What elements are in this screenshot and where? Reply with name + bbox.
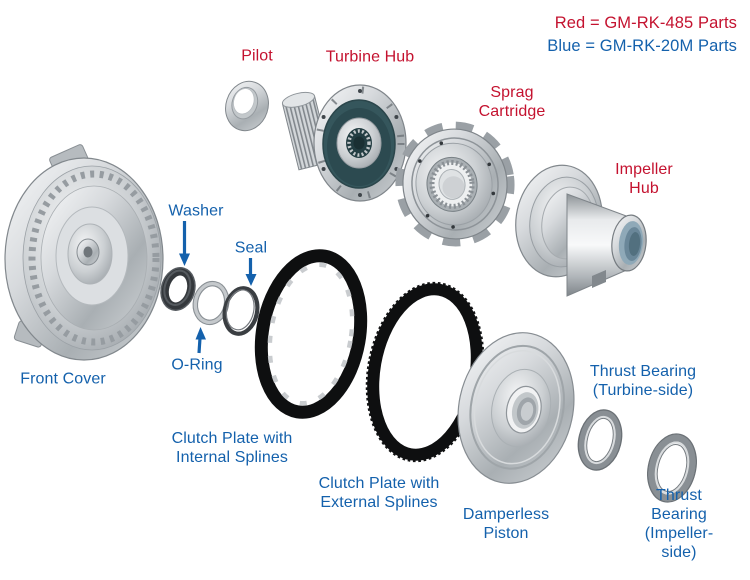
washer-label: Washer [168, 202, 224, 220]
seal-label: Seal [234, 239, 268, 257]
clutch-plate-internal-label: Clutch Plate with Internal Splines [171, 430, 293, 466]
thrust-bearing-turbine-part [577, 409, 623, 471]
pilot-label: Pilot [241, 47, 273, 65]
washer-part [160, 267, 196, 311]
sprag-cartridge-part [395, 121, 515, 247]
thrust-bearing-turbine-label: Thrust Bearing (Turbine-side) [589, 363, 697, 399]
o-ring-label: O-Ring [171, 356, 223, 374]
turbine-hub-label: Turbine Hub [325, 48, 415, 66]
damperless-piston-label: Damperless Piston [462, 506, 550, 542]
pilot-part [225, 80, 269, 132]
impeller-hub-part [515, 164, 647, 297]
legend-red-line: Red = GM-RK-485 Parts [554, 14, 737, 32]
impeller-hub-label: Impeller Hub [615, 161, 673, 197]
o-ring-pointer-arrow [195, 327, 206, 354]
legend: Red = GM-RK-485 Parts Blue = GM-RK-20M P… [547, 12, 737, 58]
thrust-bearing-impeller-part [647, 433, 697, 503]
clutch-plate-external-label: Clutch Plate with External Splines [318, 475, 440, 511]
front-cover-part [4, 144, 164, 361]
seal-part [222, 286, 260, 336]
clutch-plate-internal-part [254, 249, 368, 419]
legend-blue-line: Blue = GM-RK-20M Parts [547, 37, 737, 55]
washer-pointer-arrow [179, 221, 190, 266]
turbine-hub-part [281, 84, 407, 202]
seal-pointer-arrow [245, 258, 257, 286]
damperless-piston-part [457, 332, 575, 484]
sprag-cartridge-label: Sprag Cartridge [478, 84, 546, 120]
front-cover-label: Front Cover [20, 370, 106, 388]
thrust-bearing-impeller-label: Thrust Bearing (Impeller-side) [644, 487, 714, 561]
